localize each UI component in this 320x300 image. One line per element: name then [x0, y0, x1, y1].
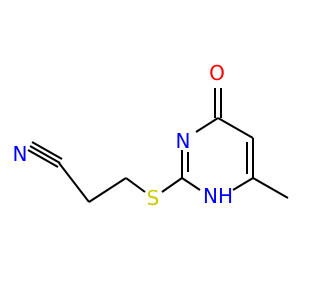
s-c2-bond: [161, 177, 183, 193]
atom-o: O: [209, 61, 225, 85]
nitrile-triple-bond-1: [27, 149, 59, 168]
ring-c4-c5-bond: [217, 117, 254, 139]
chain-bond-1: [58, 162, 90, 203]
atom-label-layer: O N NH S N: [13, 61, 233, 210]
chain-bond-2: [88, 177, 127, 203]
atom-s: S: [147, 186, 160, 210]
nitrile-triple-bond-3: [31, 141, 63, 160]
chain-bond-3: [125, 177, 146, 193]
nitrile-triple-bond-2: [29, 145, 61, 164]
ring-n3-c4-bond: [195, 117, 219, 133]
methyl-bond: [252, 177, 289, 199]
ring-c6-n1-bond: [232, 177, 254, 191]
atom-n3: N: [176, 129, 191, 153]
atom-nh: NH: [203, 184, 233, 208]
bond-layer: [27, 88, 289, 203]
atom-nitrile-n: N: [13, 142, 28, 166]
chemical-structure: O N NH S N: [13, 61, 289, 210]
ring-n1-c2-bond: [181, 177, 201, 191]
